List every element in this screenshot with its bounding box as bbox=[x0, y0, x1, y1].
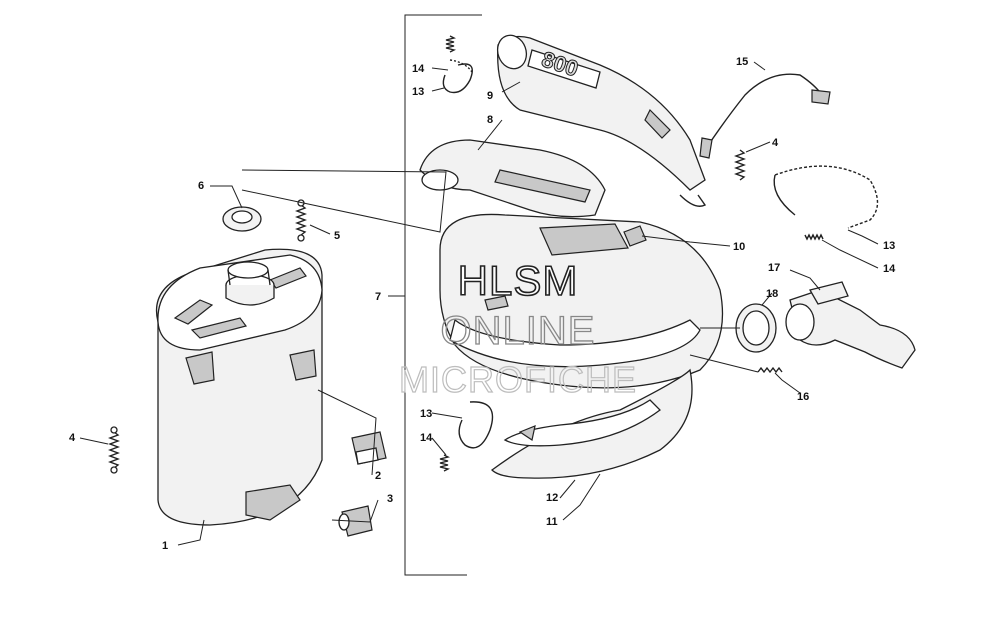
expansion-chamber: 800 bbox=[439, 34, 724, 389]
callout-1: 1 bbox=[162, 540, 168, 552]
y-pipe bbox=[419, 139, 606, 218]
callout-4-right: 4 bbox=[772, 137, 779, 149]
callout-2: 2 bbox=[375, 470, 381, 482]
callout-14-right: 14 bbox=[883, 263, 896, 275]
seal-ring-18 bbox=[735, 303, 777, 353]
callouts: 1 2 3 4 5 6 7 8 9 10 11 12 13 14 13 14 1… bbox=[69, 56, 896, 552]
callout-3: 3 bbox=[387, 493, 393, 505]
callout-10: 10 bbox=[733, 241, 745, 253]
callout-13-bottom: 13 bbox=[420, 408, 432, 420]
watermark: HLSM ONLINE MICROFICHE bbox=[398, 256, 637, 400]
callout-13-right: 13 bbox=[883, 240, 895, 252]
spring-4-right bbox=[734, 149, 746, 181]
group-bracket-7 bbox=[388, 14, 482, 576]
spring-14-top bbox=[445, 35, 457, 53]
spring-5 bbox=[295, 199, 307, 242]
exhaust-manifold bbox=[785, 281, 916, 369]
callout-8: 8 bbox=[487, 114, 493, 126]
connector-link bbox=[679, 194, 707, 207]
clamp-13-top bbox=[442, 59, 473, 94]
lower-heat-shield bbox=[491, 368, 693, 479]
spring-14-right bbox=[804, 233, 824, 241]
spring-14-bottom bbox=[439, 454, 451, 472]
callout-14-bottom: 14 bbox=[420, 432, 433, 444]
callout-17: 17 bbox=[768, 262, 780, 274]
callout-15: 15 bbox=[736, 56, 748, 68]
watermark-line-1: HLSM bbox=[458, 257, 579, 304]
heat-shield-vent bbox=[623, 225, 647, 247]
callout-18: 18 bbox=[766, 288, 778, 300]
callout-11: 11 bbox=[546, 516, 558, 528]
callout-6: 6 bbox=[198, 180, 204, 192]
callout-16: 16 bbox=[797, 391, 809, 403]
spring-16 bbox=[757, 366, 783, 374]
leader-lines bbox=[79, 61, 879, 546]
clamp-13-right bbox=[773, 165, 879, 229]
spring-4-left bbox=[108, 426, 120, 474]
callout-4-left: 4 bbox=[69, 432, 76, 444]
exhaust-temp-sensor bbox=[699, 73, 831, 159]
callout-5: 5 bbox=[334, 230, 340, 242]
callout-9: 9 bbox=[487, 90, 493, 102]
callout-13-top: 13 bbox=[412, 86, 424, 98]
grommet-6 bbox=[222, 206, 262, 232]
watermark-line-3: MICROFICHE bbox=[399, 359, 637, 400]
callout-7: 7 bbox=[375, 291, 381, 303]
callout-12: 12 bbox=[546, 492, 558, 504]
muffler bbox=[155, 248, 323, 526]
mounting-clip-2 bbox=[351, 431, 387, 465]
callout-14-top: 14 bbox=[412, 63, 425, 75]
watermark-line-2: ONLINE bbox=[441, 309, 596, 353]
clamp-13-bottom bbox=[458, 401, 494, 449]
